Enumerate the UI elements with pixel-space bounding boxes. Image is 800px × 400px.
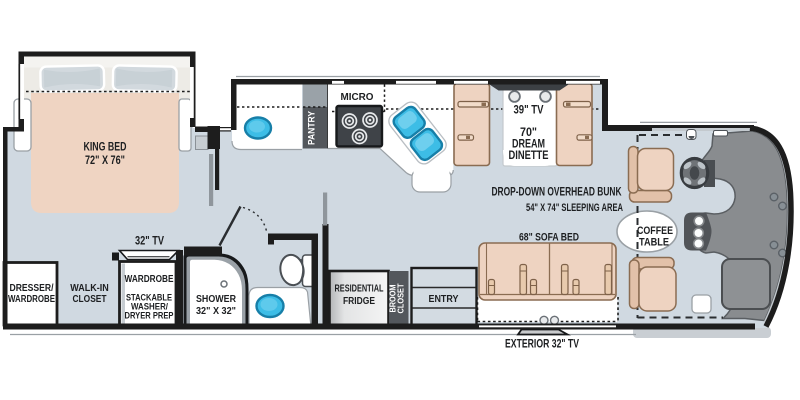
svg-text:WARDROBE: WARDROBE: [8, 293, 55, 305]
svg-text:70": 70": [520, 125, 537, 139]
svg-text:72" X 76": 72" X 76": [85, 153, 125, 167]
svg-text:DREAM: DREAM: [512, 137, 545, 151]
svg-text:WALK-IN: WALK-IN: [70, 282, 109, 294]
svg-text:MICRO: MICRO: [341, 91, 374, 103]
svg-text:EXTERIOR 32" TV: EXTERIOR 32" TV: [505, 339, 579, 351]
svg-text:DROP-DOWN OVERHEAD BUNK: DROP-DOWN OVERHEAD BUNK: [492, 185, 622, 199]
svg-text:WASHER/: WASHER/: [131, 302, 168, 313]
svg-text:CLOSET: CLOSET: [73, 293, 107, 305]
svg-text:39" TV: 39" TV: [514, 103, 544, 117]
svg-text:54" X 74" SLEEPING AREA: 54" X 74" SLEEPING AREA: [526, 202, 623, 214]
svg-text:BROOM: BROOM: [389, 284, 398, 312]
svg-text:ENTRY: ENTRY: [429, 293, 459, 305]
svg-text:SHOWER: SHOWER: [196, 293, 236, 305]
svg-text:32" X 32": 32" X 32": [196, 305, 236, 317]
svg-text:CLOSET: CLOSET: [397, 283, 406, 313]
svg-text:DRYER PREP: DRYER PREP: [125, 311, 175, 322]
svg-text:TABLE: TABLE: [639, 237, 669, 249]
svg-text:PANTRY: PANTRY: [307, 110, 318, 145]
svg-text:WARDROBE: WARDROBE: [125, 274, 174, 285]
svg-text:FRIDGE: FRIDGE: [343, 296, 375, 307]
svg-text:COFFEE: COFFEE: [637, 225, 673, 237]
svg-text:DRESSER/: DRESSER/: [10, 282, 54, 294]
svg-text:DINETTE: DINETTE: [509, 148, 549, 162]
svg-text:32" TV: 32" TV: [135, 234, 164, 248]
svg-text:68" SOFA BED: 68" SOFA BED: [519, 232, 579, 244]
svg-text:STACKABLE: STACKABLE: [126, 293, 172, 304]
svg-text:KING BED: KING BED: [84, 140, 127, 154]
svg-text:RESIDENTIAL: RESIDENTIAL: [335, 284, 384, 295]
